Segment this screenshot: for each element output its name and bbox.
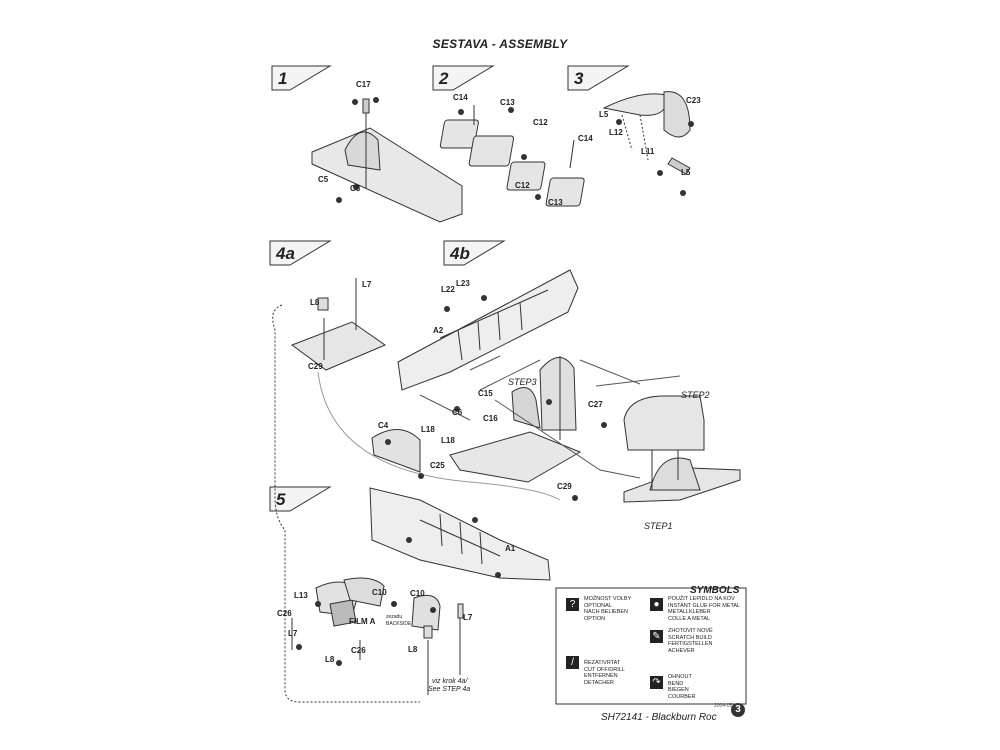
tank-part: [623, 395, 705, 451]
step-2-tab: [432, 65, 495, 91]
label-see-step-cz: viz krok 4a/: [432, 678, 468, 685]
label-backside-cz: zezadu: [386, 614, 403, 620]
panel-4a: [290, 321, 387, 371]
label-c15: C15: [478, 389, 493, 398]
label-l8-3: L8: [408, 645, 418, 654]
label-l8: L8: [310, 298, 320, 307]
label-c14: C14: [453, 93, 468, 102]
label-c23: C23: [686, 96, 701, 105]
c4-part: [371, 429, 421, 473]
c10-part: [411, 594, 441, 631]
c12-box: [468, 135, 515, 167]
label-c17: C17: [356, 80, 371, 89]
label-step2: STEP2: [681, 390, 710, 400]
page-title: SESTAVA - ASSEMBLY: [432, 37, 568, 51]
fuselage-5: [369, 487, 551, 581]
glue-icon: ●: [650, 598, 663, 611]
label-c29: C29: [308, 362, 323, 371]
optional-icon: ?: [566, 598, 579, 611]
seat-part: [663, 91, 691, 138]
floor-4b: [449, 431, 582, 483]
label-c27: C27: [588, 400, 603, 409]
label-l8-2: L8: [325, 655, 335, 664]
c17-part: [362, 98, 370, 114]
label-c13-2: C13: [548, 198, 563, 207]
label-l11: L11: [641, 147, 655, 156]
label-c26-2: C26: [351, 646, 366, 655]
step-5-tab: [269, 486, 332, 512]
label-c8: C8: [350, 184, 361, 193]
label-l7-2: L7: [288, 629, 298, 638]
bulkhead-part: [344, 131, 381, 171]
label-c6: C6: [452, 408, 463, 417]
label-step3: STEP3: [508, 377, 537, 387]
label-see-step: See STEP 4a: [428, 686, 471, 693]
label-backside: BACKSIDE: [386, 621, 412, 627]
label-l12: L12: [609, 128, 623, 137]
c13-box-2: [545, 177, 585, 207]
footer-date: 2004-05: [714, 703, 733, 709]
bend-icon: ↷: [650, 676, 663, 689]
label-film: FILM A: [349, 617, 376, 626]
label-l5: L5: [599, 110, 609, 119]
label-c4: C4: [378, 421, 389, 430]
label-l22: L22: [441, 285, 455, 294]
scratch-build-icon: ✎: [650, 630, 663, 643]
glue-drops: [296, 97, 694, 666]
step-4b-tab: [443, 240, 506, 266]
label-l18-2: L18: [441, 436, 455, 445]
label-c25: C25: [430, 461, 445, 470]
label-c26: C26: [277, 609, 292, 618]
page-number: 3: [731, 703, 745, 717]
label-l7: L7: [362, 280, 372, 289]
c13-box: [439, 119, 479, 149]
footer-code: SH72141 - Blackburn Roc: [601, 712, 717, 723]
cut-icon: /: [566, 656, 579, 669]
label-l23: L23: [456, 279, 470, 288]
label-c13: C13: [500, 98, 515, 107]
label-a1: A1: [505, 544, 516, 553]
step-4a-tab: [269, 240, 332, 266]
label-l18: L18: [421, 425, 435, 434]
label-l7-3: L7: [463, 613, 473, 622]
fuselage-half: [397, 269, 579, 391]
label-l5-2: L5: [681, 168, 691, 177]
seat-back: [539, 357, 577, 431]
label-a2: A2: [433, 326, 444, 335]
symbols-heading: SYMBOLS: [690, 585, 740, 596]
label-c12-2: C12: [515, 181, 530, 190]
label-c29-2: C29: [557, 482, 572, 491]
label-c14-2: C14: [578, 134, 593, 143]
label-c10: C10: [372, 588, 387, 597]
floor-part: [311, 127, 463, 223]
label-c10-2: C10: [410, 589, 425, 598]
symbols-box: [555, 587, 747, 705]
label-c16: C16: [483, 414, 498, 423]
step-3-tab: [567, 65, 630, 91]
label-c5: C5: [318, 175, 329, 184]
label-step1: STEP1: [644, 521, 673, 531]
c12-box-2: [506, 161, 546, 191]
label-l13: L13: [294, 591, 308, 600]
label-c12: C12: [533, 118, 548, 127]
seat-belt-part: [602, 93, 667, 116]
step-1-tab: [271, 65, 332, 91]
